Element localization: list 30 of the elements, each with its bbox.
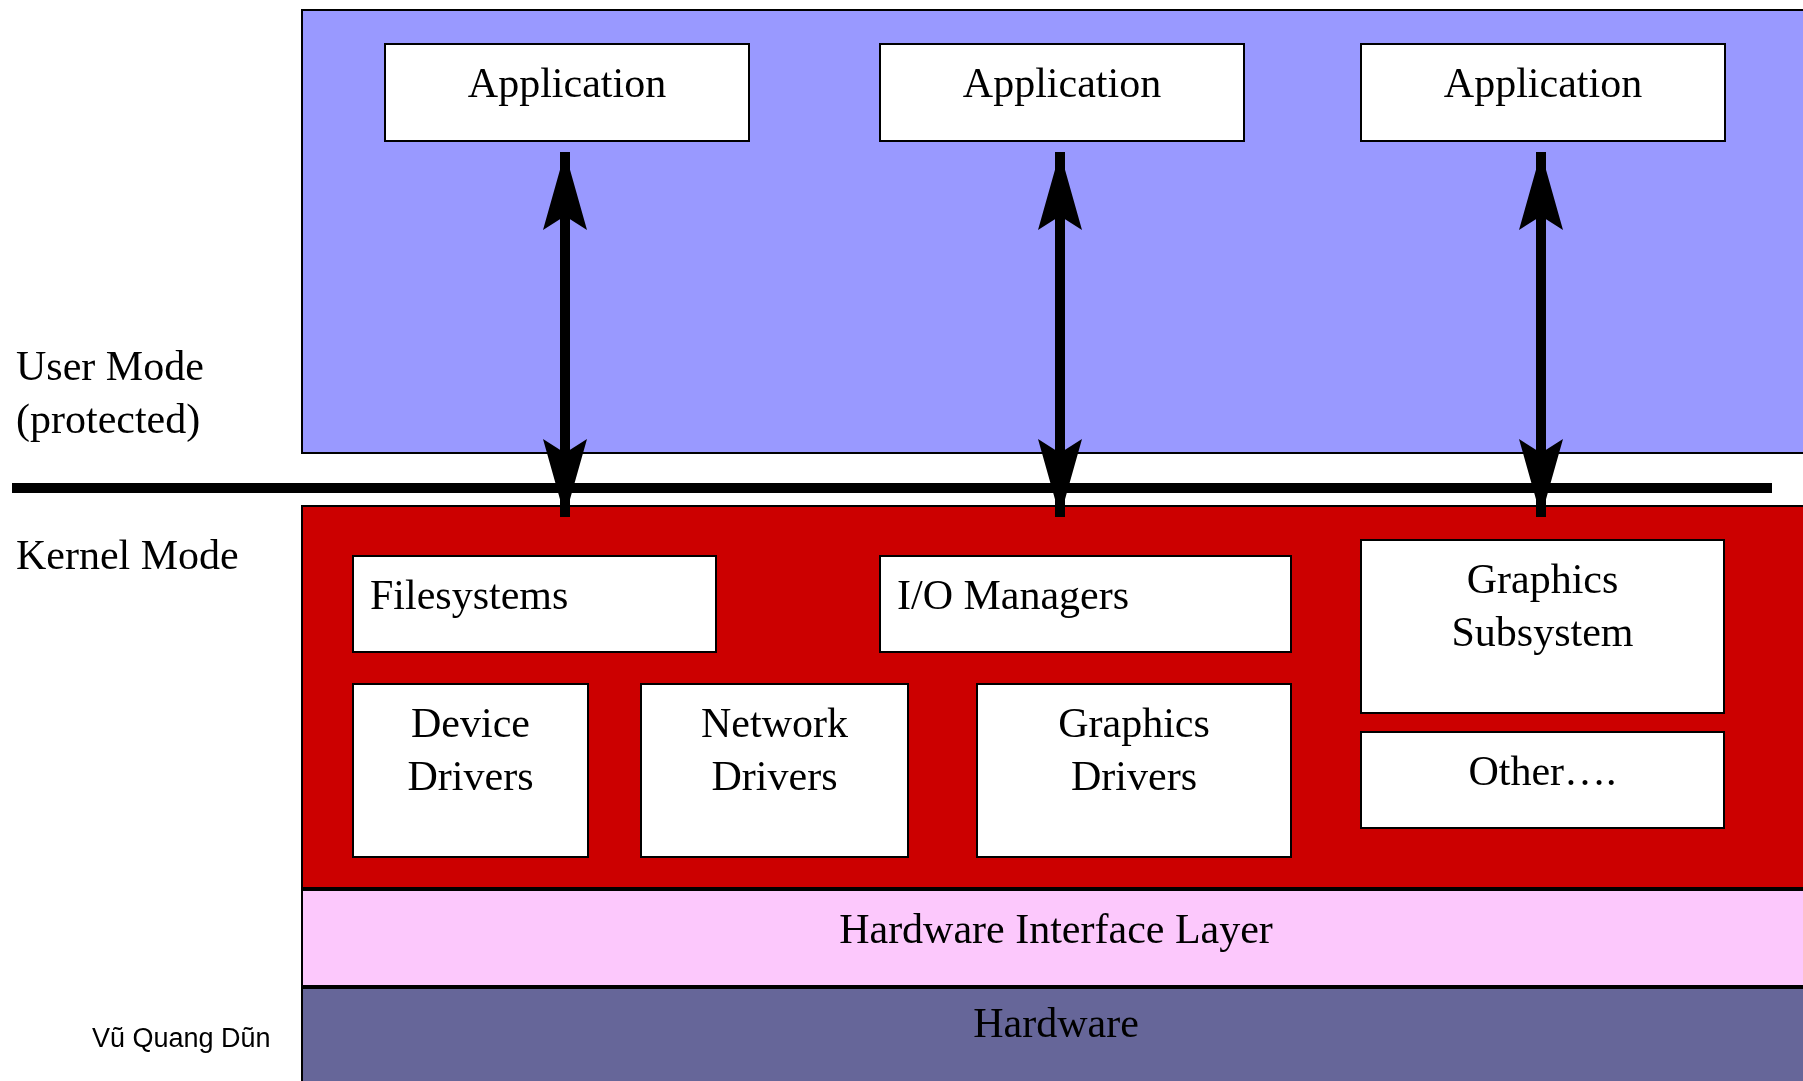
mode-heading: User Mode (protected) — [16, 342, 205, 444]
box-label: Network Drivers — [700, 699, 849, 801]
box-label: Filesystems — [370, 571, 569, 620]
box-label: I/O Managers — [897, 571, 1130, 620]
application-box — [384, 43, 750, 142]
hardware-band — [301, 987, 1803, 1081]
author-note: Vũ Quang Dũn — [92, 1022, 271, 1055]
application-box — [879, 43, 1245, 142]
component-box — [1360, 731, 1725, 829]
band-label: Hardware — [973, 999, 1139, 1048]
box-label: Other…. — [1468, 747, 1617, 796]
application-box — [1360, 43, 1726, 142]
component-box — [640, 683, 909, 858]
component-box — [879, 555, 1292, 653]
component-box — [352, 683, 589, 858]
component-box — [1360, 539, 1725, 714]
mode-heading: Kernel Mode — [16, 531, 240, 580]
box-label: Graphics Drivers — [1057, 699, 1211, 801]
component-box — [352, 555, 717, 653]
box-label: Application — [1443, 59, 1643, 108]
hardware-interface-band — [301, 889, 1803, 987]
box-label: Application — [467, 59, 667, 108]
band-label: Hardware Interface Layer — [839, 905, 1273, 954]
double-arrow — [543, 152, 587, 517]
double-arrow — [1519, 152, 1563, 517]
component-box — [976, 683, 1292, 858]
box-label: Device Drivers — [406, 699, 535, 801]
double-arrow — [1038, 152, 1082, 517]
box-label: Graphics Subsystem — [1450, 555, 1635, 657]
box-label: Application — [962, 59, 1162, 108]
